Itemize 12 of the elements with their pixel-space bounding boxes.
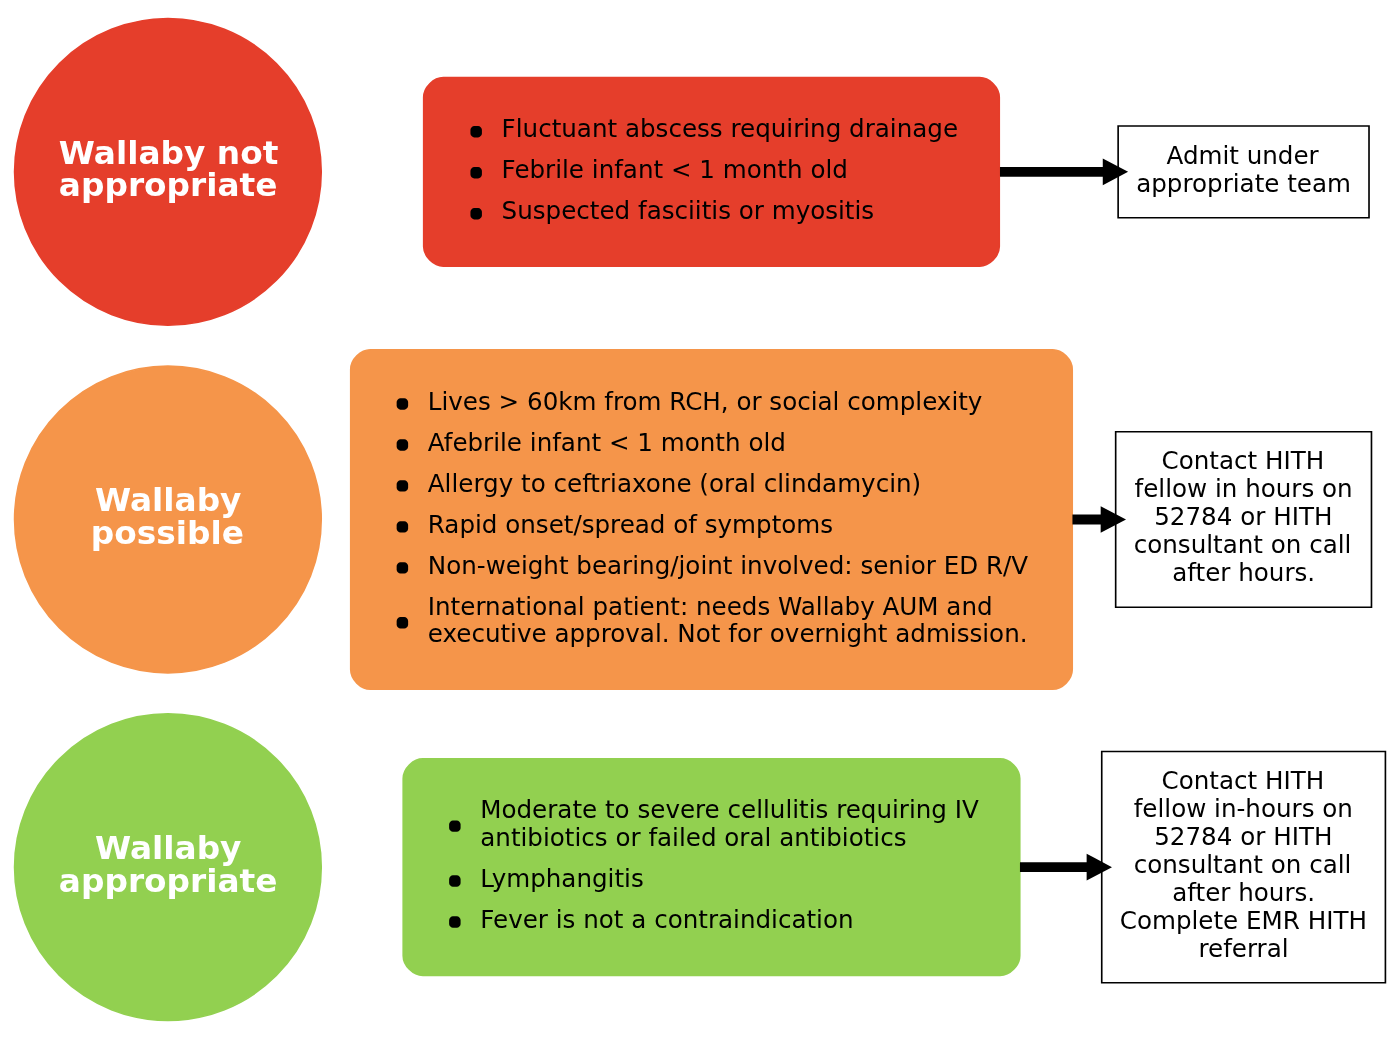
arrow <box>1019 853 1112 881</box>
node-box: Lives > 60km from RCH, or social complexity Afebrile infant < 1 month old Allergy to ceftriaxone (oral clindamycin) Rapid onset/spread of symptoms Non-weight bearing/joint involved: senior ED R/V International patient: needs Wallaby AUM and executive approval. Not for overnight admission. <box>349 348 1074 691</box>
node-circle: Wallaby not appropriate <box>13 17 323 326</box>
node-box: Admit under appropriate team <box>1117 125 1370 219</box>
node-box: Contact HITH fellow in-hours on 52784 or HITH consultant on call after hours. Complete EMR HITH referral <box>1100 750 1387 984</box>
node-box: Moderate to severe cellulitis requiring IV antibiotics or failed oral antibiotics Lymphangitis Fever is not a contraindication <box>402 758 1021 977</box>
node-circle: Wallaby appropriate <box>13 713 323 1022</box>
node-box: Contact HITH fellow in hours on 52784 or HITH consultant on call after hours. <box>1114 430 1373 609</box>
node-circle: Wallaby possible <box>13 365 323 674</box>
arrow <box>999 158 1129 186</box>
node-box: Fluctuant abscess requiring drainage Febrile infant < 1 month old Suspected fasciitis or myositis <box>422 76 1001 267</box>
arrow <box>1072 506 1126 533</box>
